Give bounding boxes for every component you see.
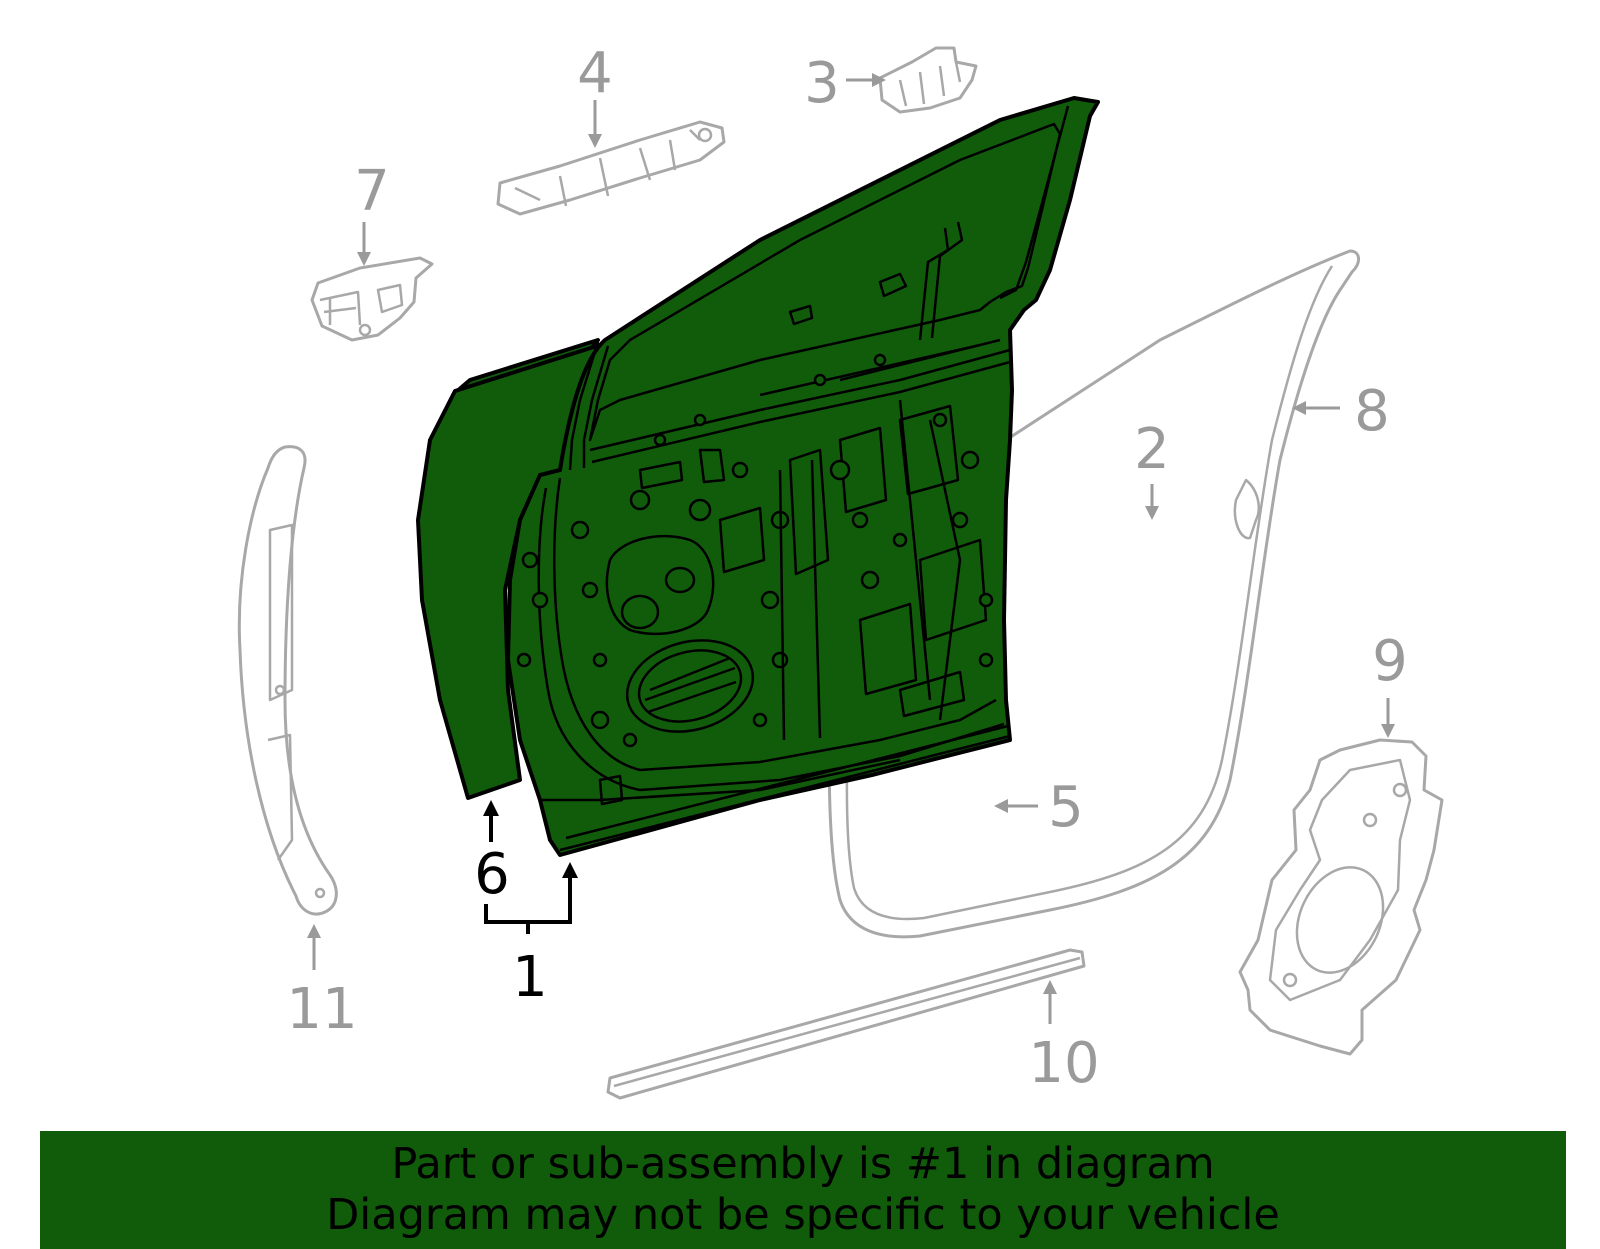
callout-2: 2 [1134,417,1170,482]
part-7-bracket [310,256,434,342]
info-banner: Part or sub-assembly is #1 in diagram Di… [40,1131,1566,1249]
arrow-9-icon [1381,724,1395,738]
callout-1: 1 [512,945,548,1010]
arrow-2-icon [1145,506,1159,520]
callout-6: 6 [474,842,510,907]
arrow-7-icon [357,252,371,266]
arrow-8-icon [1292,401,1306,415]
arrow-11-icon [307,924,321,938]
callout-labels: 4 3 7 8 2 5 9 10 11 6 1 [286,41,1407,1096]
leader-lines [307,73,1395,1024]
part-3-bracket [878,46,978,114]
banner-line-1: Part or sub-assembly is #1 in diagram [391,1139,1215,1189]
arrow-5-icon [994,799,1008,813]
callout-3: 3 [804,51,840,116]
arrow-10-icon [1043,980,1057,994]
arrow-4-icon [588,134,602,148]
arrow-1-icon [562,862,578,878]
part-1-door-shell [416,96,1100,857]
banner-line-2: Diagram may not be specific to your vehi… [326,1190,1280,1240]
callout-5: 5 [1048,775,1084,840]
callout-9: 9 [1372,629,1408,694]
callout-11: 11 [286,977,357,1042]
callout-8: 8 [1354,379,1390,444]
part-11-weatherstrip [237,445,338,916]
callout-10: 10 [1028,1031,1099,1096]
part-4-reinforcement [496,120,726,216]
part-10-lower-seal [606,948,1086,1100]
callout-4: 4 [577,41,613,106]
arrow-3-icon [872,73,886,87]
part-8-weatherstrip [820,249,1360,939]
part-9-carrier [1238,738,1444,1056]
callout-7: 7 [354,159,390,224]
arrow-6-icon [483,800,499,816]
